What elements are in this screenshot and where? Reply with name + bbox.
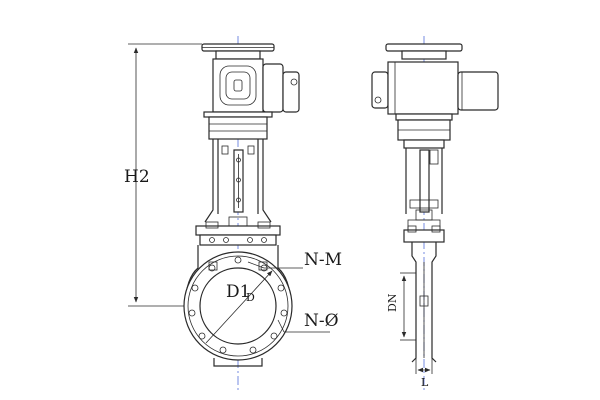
dn-label: DN	[386, 293, 399, 312]
h2-dimension	[128, 43, 202, 307]
handwheel-front	[201, 43, 275, 60]
n-o-label: N-Ø	[304, 311, 339, 331]
yoke-front	[204, 139, 272, 223]
dn-dimension	[400, 272, 416, 341]
n-m-label: N-M	[304, 250, 342, 270]
d1-subscript: D	[246, 291, 255, 304]
d1-label: D1	[226, 282, 250, 302]
l-dimension	[415, 358, 433, 374]
h2-label: H2	[124, 167, 150, 187]
handwheel-side	[385, 43, 463, 60]
valve-body-side	[403, 225, 445, 363]
bonnet-front	[195, 216, 281, 246]
gearbox-front	[203, 58, 300, 140]
d1-dimension-line	[205, 270, 273, 344]
side-view: DN L	[371, 36, 499, 392]
actuator-side	[371, 61, 499, 141]
valve-body-front	[183, 245, 293, 367]
yoke-side	[403, 139, 445, 231]
l-label: L	[421, 376, 429, 389]
front-view: D1 D N-M N-Ø H2	[124, 36, 342, 392]
